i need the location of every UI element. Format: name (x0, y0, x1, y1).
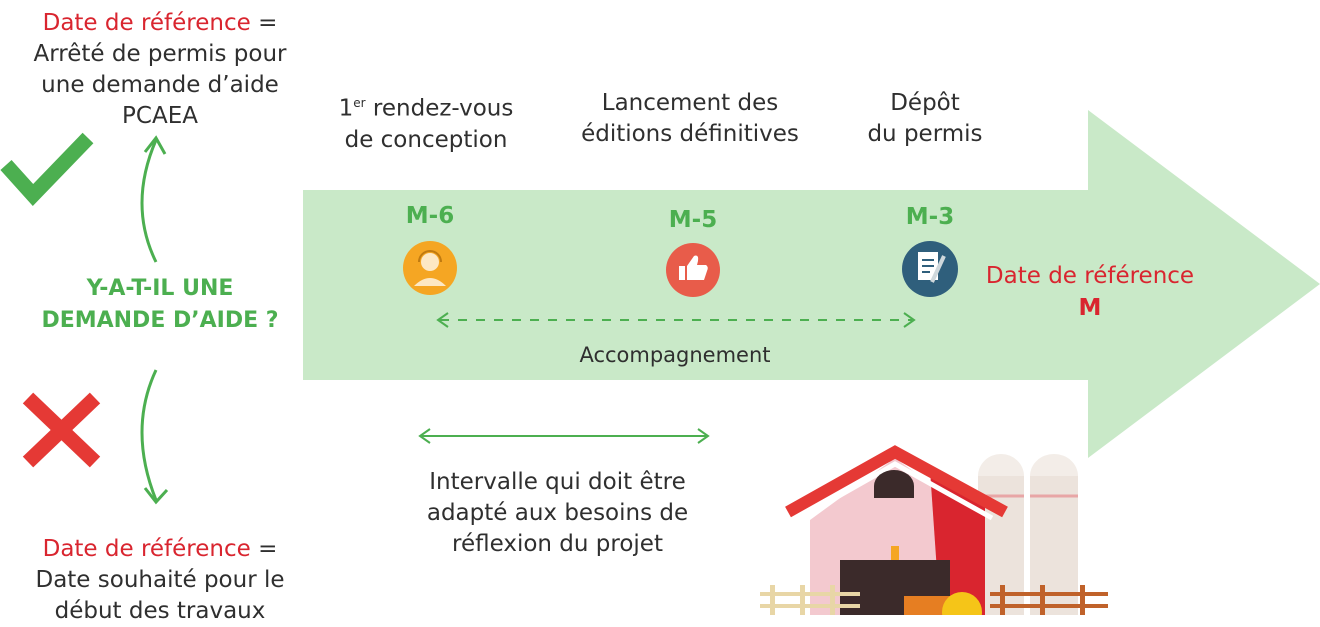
document-pen-icon (902, 241, 958, 297)
milestone-code-3: M-3 (905, 204, 955, 230)
question: Y-A-T-IL UNE DEMANDE D’AIDE ? (0, 273, 320, 337)
interval-double-arrow (418, 428, 710, 444)
milestone-title-1-prefix: 1 (338, 95, 354, 122)
milestone-title-1-sup: er (353, 96, 366, 110)
farm-illustration (760, 445, 1108, 615)
interval-text: Intervalle qui doit être adapté aux beso… (395, 467, 720, 560)
bottom-definition: Date de référence = Date souhaité pour l… (0, 534, 320, 627)
milestone-title-3-line-2: du permis (867, 121, 983, 147)
curved-arrow-up-icon (140, 135, 167, 263)
top-definition-equals: = (250, 10, 278, 36)
reference: Date de référence M (970, 260, 1210, 324)
bottom-definition-line-2: début des travaux (54, 598, 266, 624)
milestone-title-1-line-2: de conception (344, 126, 508, 153)
interval-text-line-1: Intervalle qui doit être (429, 469, 686, 495)
accompagnement-label: Accompagnement (579, 343, 771, 367)
milestone-code-1: M-6 (405, 203, 455, 229)
person-headset-icon (403, 241, 457, 295)
curved-arrow-down-icon (140, 369, 169, 505)
bottom-definition-label: Date de référence (42, 536, 251, 562)
thumbs-up-icon (666, 243, 720, 297)
question-line-2: DEMANDE D’AIDE ? (41, 308, 279, 333)
milestone-title-2-line-2: éditions définitives (581, 121, 799, 147)
milestone-title-1-rest: rendez-vous (365, 95, 514, 122)
bottom-definition-equals: = (250, 536, 278, 562)
milestone-title-1: 1er rendez-vous de conception (316, 88, 536, 156)
question-line-1: Y-A-T-IL UNE (86, 276, 234, 301)
check-icon (0, 132, 94, 206)
reference-code: M (1078, 295, 1102, 321)
interval-text-line-3: réflexion du projet (452, 531, 663, 557)
top-definition-label: Date de référence (42, 10, 251, 36)
milestone-code-2: M-5 (668, 207, 718, 233)
milestone-title-2: Lancement des éditions définitives (560, 88, 820, 150)
milestone-title-3-line-1: Dépôt (890, 90, 960, 116)
milestone-title-2-line-1: Lancement des (601, 90, 779, 116)
accompagnement-dashed-arrow (436, 312, 916, 328)
top-definition: Date de référence = Arrêté de permis pou… (0, 8, 320, 132)
top-definition-line-2: une demande d’aide (41, 72, 279, 98)
top-definition-line-3: PCAEA (122, 103, 198, 129)
reference-label: Date de référence (985, 263, 1195, 289)
bottom-definition-line-1: Date souhaité pour le (35, 567, 285, 593)
interval-text-line-2: adapté aux besoins de (426, 500, 689, 526)
top-definition-line-1: Arrêté de permis pour (33, 41, 287, 67)
milestone-title-3: Dépôt du permis (830, 88, 1020, 150)
timeline-arrow (303, 110, 1320, 458)
cross-icon (22, 392, 101, 468)
